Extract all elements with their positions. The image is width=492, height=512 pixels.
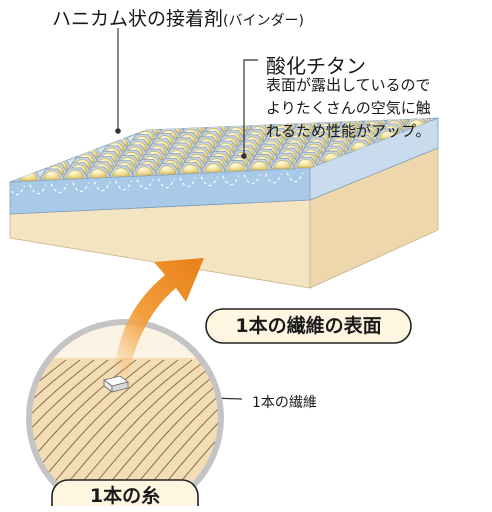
fiber-surface-pill-shape: [205, 308, 412, 344]
titanium-sphere: [89, 168, 108, 178]
front-cell-outline: [50, 183, 68, 194]
thread-strand: [29, 359, 81, 506]
zoom-arrow: [114, 258, 204, 376]
binder-label: ハニカム状の接着剤(バインダー): [52, 4, 304, 31]
binder-label-main: ハニカム状の接着剤: [52, 8, 224, 30]
front-cell-outline: [72, 182, 90, 193]
magnifier: [26, 319, 444, 506]
binder-label-sub: (バインダー): [223, 13, 304, 29]
front-cell-outline: [93, 181, 111, 192]
titanium-sphere: [181, 164, 200, 174]
fiber-surface-label: 1本の繊維の表面: [235, 315, 382, 337]
front-cell-outline: [222, 175, 240, 186]
honeycomb-titanium-layer: [17, 118, 432, 182]
titanium-sphere: [135, 166, 154, 176]
titanium-sphere: [250, 161, 269, 171]
thread-strand: [224, 360, 374, 506]
single-thread-label: 1本の糸: [89, 485, 161, 507]
titanium-sphere: [227, 162, 246, 172]
thread-pill-shape: [51, 479, 199, 506]
titanium-leader-line: [243, 59, 258, 155]
single-fiber-label: 1本の繊維: [252, 395, 317, 411]
thread-strand: [29, 359, 95, 506]
front-cell-outline: [29, 184, 47, 195]
front-cell-outline: [243, 174, 261, 185]
fiber-piece: [103, 375, 129, 393]
titanium-sphere: [273, 160, 292, 170]
thread-strand: [252, 360, 402, 506]
front-cell-outline: [7, 185, 25, 196]
front-cell-outline: [157, 178, 175, 189]
titanium-sphere: [66, 169, 84, 179]
thread-strand: [209, 359, 221, 506]
titanium-sphere: [112, 167, 131, 177]
titanium-sphere: [158, 165, 177, 175]
thread-strand: [294, 360, 444, 506]
front-cell-outline: [136, 179, 154, 190]
thread-strand: [280, 360, 430, 506]
thread-strand: [266, 360, 416, 506]
front-cell-outline: [115, 180, 133, 191]
binder-leader-dot: [115, 128, 121, 134]
fiber-body-block: [9, 147, 439, 289]
thread-strand: [238, 360, 388, 506]
titanium-sphere: [204, 163, 223, 173]
thread-strand: [29, 359, 109, 506]
titanium-description: 表面が露出しているので よりたくさんの空気に触 れるため性能がアップ。: [266, 76, 431, 140]
titanium-leader-dot: [241, 153, 247, 159]
titanium-sphere: [43, 170, 61, 180]
thread-strand: [29, 359, 165, 506]
front-cell-outline: [200, 176, 218, 187]
front-cell-outline: [179, 177, 197, 188]
front-cell-outline: [265, 173, 283, 184]
front-cell-outline: [286, 172, 304, 183]
titanium-title: 酸化チタン: [266, 54, 366, 78]
